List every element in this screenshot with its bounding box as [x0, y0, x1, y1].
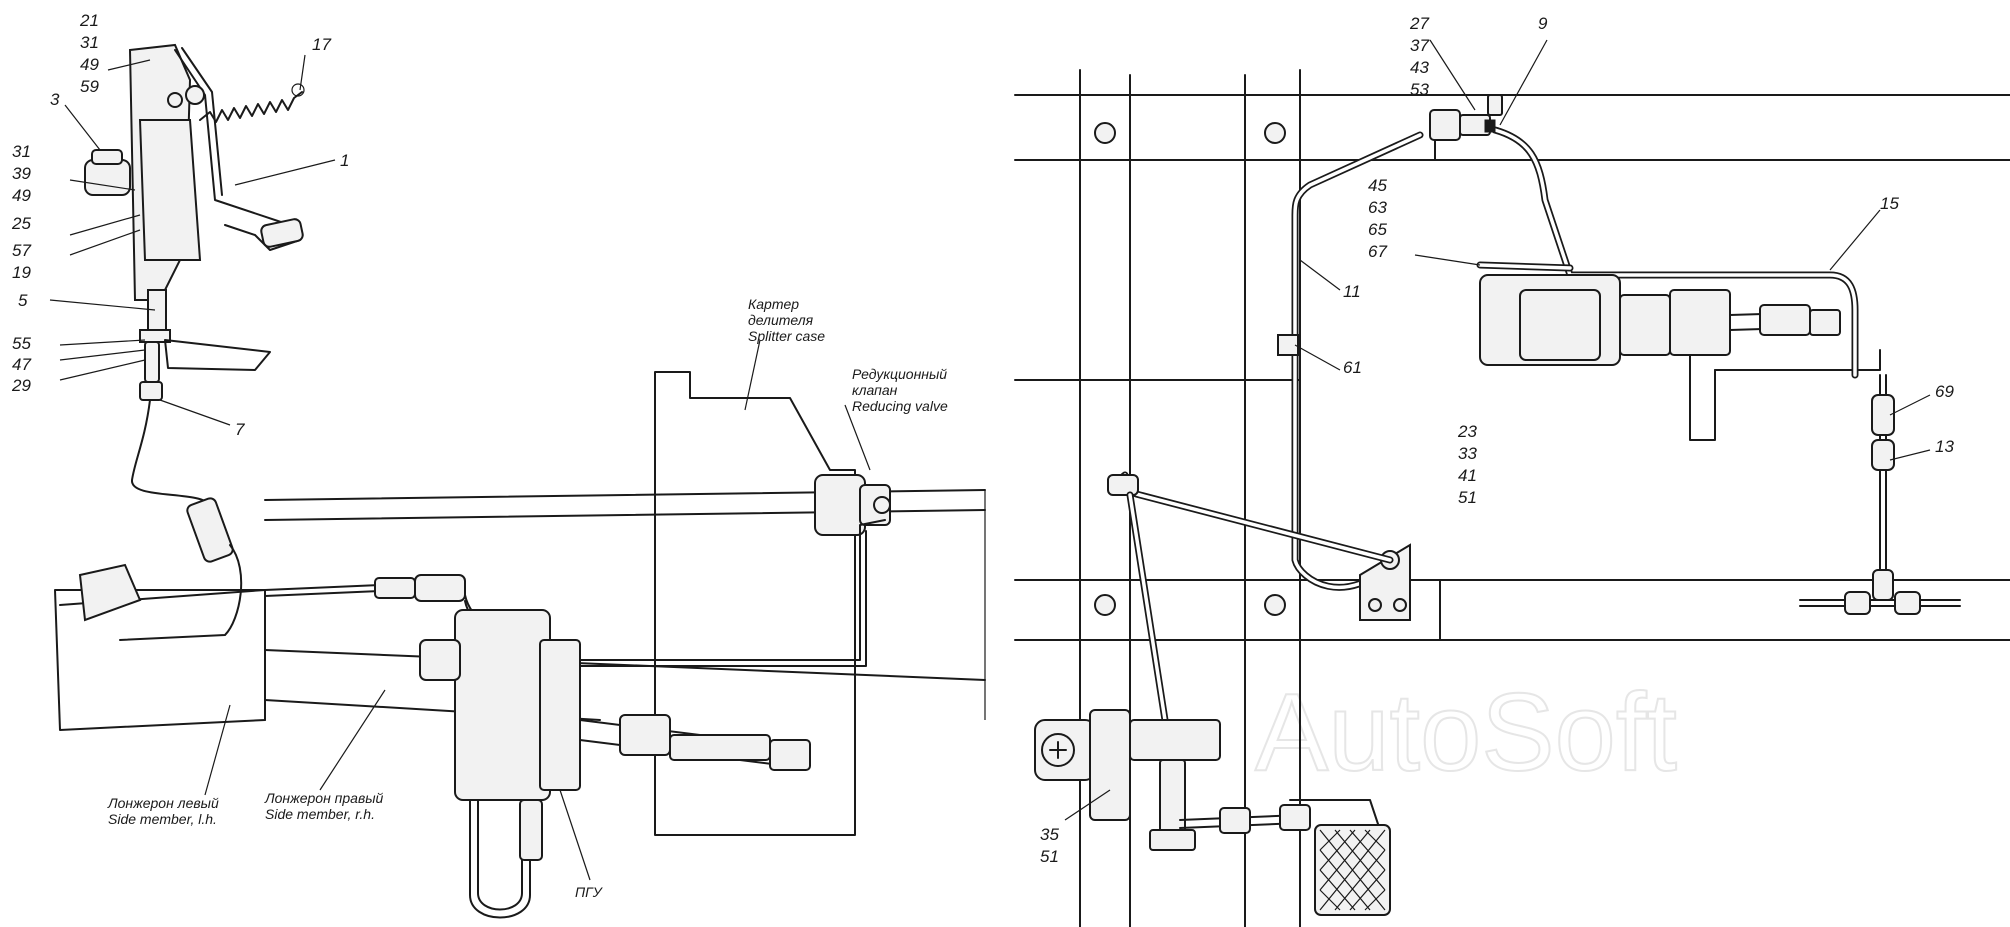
captions: Картер делителя Splitter case Редукционн… — [107, 296, 948, 900]
label-61: 61 — [1343, 358, 1362, 377]
label-9: 9 — [1538, 14, 1548, 33]
label-39: 39 — [12, 164, 31, 183]
label-43: 43 — [1410, 58, 1429, 77]
caption-splitter-ru-2: делителя — [748, 312, 814, 328]
hose-13-69 — [1799, 374, 1961, 615]
label-51-bottom: 51 — [1040, 847, 1059, 866]
label-51-mid: 51 — [1458, 488, 1477, 507]
label-49-mid: 49 — [12, 186, 31, 205]
label-49-top: 49 — [80, 55, 99, 74]
pedal-bottom-view — [1034, 709, 1391, 916]
label-47: 47 — [12, 355, 31, 374]
caption-reducing-en: Reducing valve — [852, 398, 948, 414]
label-35: 35 — [1040, 825, 1059, 844]
label-15: 15 — [1880, 194, 1899, 213]
label-31-top: 31 — [80, 33, 99, 52]
label-31-mid: 31 — [12, 142, 31, 161]
pipe-cross — [1117, 471, 1394, 564]
reducing-valve — [814, 474, 891, 536]
label-5: 5 — [18, 291, 28, 310]
label-3: 3 — [50, 90, 60, 109]
hose-fitting-center — [374, 574, 466, 602]
label-1: 1 — [340, 151, 349, 170]
caption-right-member-ru: Лонжерон правый — [264, 790, 384, 806]
label-37: 37 — [1410, 36, 1429, 55]
caption-reducing-ru-2: клапан — [852, 382, 898, 398]
label-57: 57 — [12, 241, 31, 260]
label-13: 13 — [1935, 437, 1954, 456]
label-19: 19 — [12, 263, 31, 282]
label-45: 45 — [1368, 176, 1387, 195]
label-33: 33 — [1458, 444, 1477, 463]
caption-reducing-ru-1: Редукционный — [852, 366, 947, 382]
booster-top-view — [1479, 274, 1841, 366]
pedal-assembly-left — [84, 43, 305, 401]
caption-left-member-ru: Лонжерон левый — [107, 795, 219, 811]
caption-splitter-en: Splitter case — [748, 328, 825, 344]
label-17: 17 — [312, 35, 331, 54]
caption-splitter-ru-1: Картер — [748, 296, 799, 312]
label-53: 53 — [1410, 80, 1429, 99]
pgu-booster — [419, 609, 811, 919]
label-21: 21 — [79, 11, 99, 30]
label-11: 11 — [1343, 282, 1361, 301]
watermark: AutoSoft — [1255, 671, 1677, 794]
label-59: 59 — [80, 77, 99, 96]
caption-left-member-en: Side member, l.h. — [108, 811, 217, 827]
label-63: 63 — [1368, 198, 1387, 217]
label-23: 23 — [1457, 422, 1477, 441]
label-67: 67 — [1368, 242, 1387, 261]
label-69: 69 — [1935, 382, 1954, 401]
frame-left-lower — [54, 497, 266, 731]
caption-right-member-en: Side member, r.h. — [265, 806, 375, 822]
label-41: 41 — [1458, 466, 1477, 485]
hose-left — [130, 399, 211, 506]
label-55: 55 — [12, 334, 31, 353]
part-number-labels: 21 31 49 59 17 3 1 31 39 49 25 57 19 5 5… — [11, 11, 1954, 866]
leader-lines — [49, 39, 1931, 881]
fitting-27 — [1429, 94, 1503, 141]
caption-pgu: ПГУ — [575, 884, 604, 900]
label-7: 7 — [235, 420, 245, 439]
label-65: 65 — [1368, 220, 1387, 239]
label-25: 25 — [11, 214, 31, 233]
label-29: 29 — [11, 376, 31, 395]
splitter-case — [654, 371, 856, 836]
label-27: 27 — [1409, 14, 1429, 33]
